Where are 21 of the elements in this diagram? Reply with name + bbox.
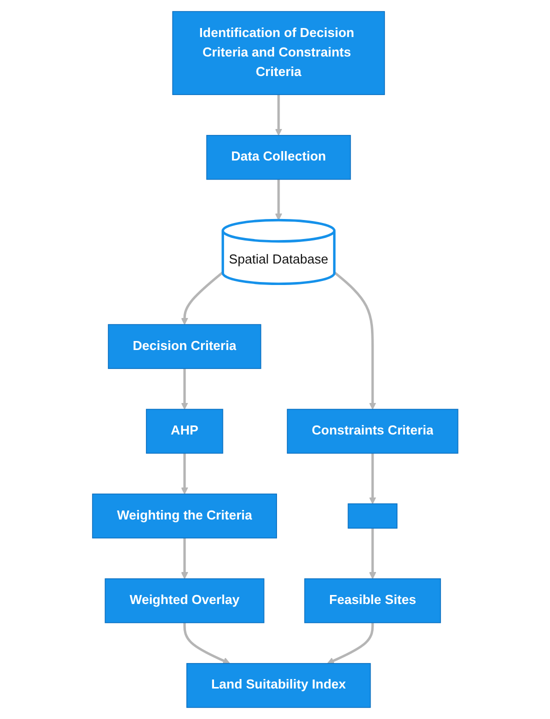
arrow (368, 453, 376, 504)
arrow (326, 622, 374, 664)
node-box: Weighted Overlay (104, 578, 264, 624)
node-box: AHP (146, 408, 223, 454)
arrow (274, 179, 282, 220)
node-box: Feasible Sites (304, 578, 441, 624)
node-box: Weighting the Criteria (92, 494, 277, 538)
node-box: Decision Criteria (108, 324, 261, 369)
arrow (274, 94, 282, 136)
arrow (180, 453, 188, 494)
node-box: Data Collection (206, 134, 351, 180)
node-box: Land Suitability Index (186, 663, 371, 708)
arrow (180, 368, 188, 410)
arrow (368, 528, 376, 580)
arrow (183, 622, 230, 664)
arrow (180, 271, 224, 325)
arrow (333, 271, 376, 410)
node-box: Constraints Criteria (286, 408, 458, 454)
node-box (348, 503, 398, 529)
arrow (180, 538, 188, 580)
node-box: Identification of Decision Criteria and Constraints Criteria (172, 11, 385, 96)
